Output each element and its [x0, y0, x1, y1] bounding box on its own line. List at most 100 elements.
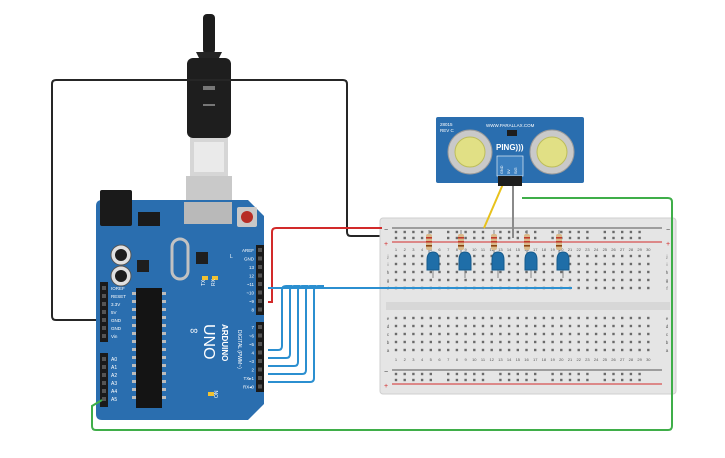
- led-resistor-pair[interactable]: [458, 230, 472, 278]
- sensor-pin-label: SIG: [514, 167, 518, 174]
- sensor-url: WWW.PARALLAX.COM: [486, 123, 535, 128]
- wire-yellow-sensor[interactable]: [483, 183, 504, 229]
- bb-col-label: 30: [646, 357, 651, 362]
- bb-row-label: b: [387, 340, 390, 345]
- bb-col-label: 11: [481, 357, 486, 362]
- bb-row-label: c: [666, 332, 669, 337]
- wire-blue-digital[interactable]: [268, 285, 300, 359]
- bb-col-label: 4: [421, 357, 424, 362]
- analog-pin-label: A5: [111, 397, 117, 403]
- bb-col-label: 1: [395, 357, 398, 362]
- bb-col-label: 13: [498, 357, 503, 362]
- breadboard[interactable]: − + − + − + 1122334455667788991010111112…: [379, 217, 677, 395]
- bb-col-label: 21: [568, 247, 573, 252]
- bb-col-label: 10: [472, 357, 477, 362]
- power-pin-label: 3.3V: [111, 302, 120, 307]
- bb-col-label: 25: [603, 247, 608, 252]
- analog-label: ANALOG IN: [88, 367, 94, 395]
- bb-col-label: 5: [430, 357, 433, 362]
- bb-col-label: 15: [516, 357, 521, 362]
- bb-col-label: 18: [542, 247, 547, 252]
- bb-col-label: 1: [395, 247, 398, 252]
- bb-col-label: 7: [447, 247, 450, 252]
- led-resistor-pair[interactable]: [524, 230, 538, 278]
- bb-row-label: a: [387, 348, 390, 353]
- analog-pin-label: A4: [111, 389, 117, 395]
- bb-col-label: 30: [646, 247, 651, 252]
- bb-col-label: 17: [533, 247, 538, 252]
- power-pin-label: 5V: [111, 310, 117, 315]
- led-blue[interactable]: [426, 251, 440, 271]
- bb-row-label: h: [387, 270, 390, 275]
- bb-col-label: 23: [585, 247, 590, 252]
- analog-pin-label: A3: [111, 381, 117, 387]
- bb-row-label: b: [666, 340, 669, 345]
- digital-pin-label: ~3: [249, 359, 255, 364]
- digital-pin-label: 2: [251, 368, 254, 373]
- bb-col-label: 27: [620, 357, 625, 362]
- bb-row-label: e: [666, 316, 669, 321]
- digital-pin-label: AREF: [242, 248, 254, 253]
- power-label: POWER: [88, 286, 94, 305]
- arduino-model: UNO: [200, 324, 217, 360]
- rail-minus-top: −: [384, 227, 388, 234]
- ultrasonic-transmitter: [454, 136, 486, 168]
- bb-row-label: f: [666, 286, 668, 291]
- wire-blue-digital[interactable]: [268, 285, 308, 367]
- bb-row-label: g: [666, 278, 669, 283]
- digital-pin-label: TX▸1: [243, 376, 254, 381]
- rail-plus-top: +: [384, 241, 388, 248]
- digital-label: DIGITAL (PWM~): [236, 330, 242, 369]
- digital-pin-label: RX◂0: [243, 385, 255, 390]
- wire-blue-digital[interactable]: [268, 285, 292, 351]
- ping-sensor[interactable]: 28015 REV C WWW.PARALLAX.COM PING))) GND…: [436, 117, 584, 186]
- digital-pin-label: ~10: [246, 291, 254, 296]
- bb-col-label: 20: [559, 357, 564, 362]
- analog-pin-label: A2: [111, 373, 117, 379]
- rail-minus-bottom: −: [384, 369, 388, 376]
- led-resistor-pair[interactable]: [556, 230, 570, 278]
- wire-black-gnd-loop[interactable]: [51, 79, 382, 321]
- atmega-chip: [136, 288, 162, 408]
- sensor-pin-label: GND: [500, 165, 504, 174]
- led-resistor-pair[interactable]: [426, 230, 440, 278]
- wire-blue-digital[interactable]: [268, 285, 324, 383]
- bb-col-label: 16: [524, 357, 529, 362]
- bb-col-label: 6: [438, 357, 441, 362]
- bb-row-label: g: [387, 278, 390, 283]
- led-blue[interactable]: [491, 251, 505, 271]
- digital-pin-label: ~9: [249, 299, 255, 304]
- bb-col-label: 23: [585, 357, 590, 362]
- bb-col-label: 24: [594, 357, 599, 362]
- bb-row-label: d: [666, 324, 669, 329]
- analog-pin-label: A1: [111, 365, 117, 371]
- bb-row-label: i: [667, 262, 668, 267]
- led-resistor-pair[interactable]: [491, 230, 505, 278]
- wire-green-signal[interactable]: [91, 197, 673, 431]
- bb-col-label: 9: [464, 247, 467, 252]
- bb-col-label: 13: [498, 247, 503, 252]
- digital-header-top: [256, 245, 264, 315]
- usb-cable[interactable]: [186, 14, 232, 206]
- led-blue[interactable]: [458, 251, 472, 271]
- digital-pin-label: GND: [244, 257, 255, 262]
- bb-col-label: 28: [629, 247, 634, 252]
- bb-row-label: j: [666, 254, 668, 259]
- led-blue[interactable]: [556, 251, 570, 271]
- led-array: [426, 230, 570, 278]
- wire-blue-digital[interactable]: [268, 285, 316, 375]
- bb-col-label: 20: [559, 247, 564, 252]
- bb-col-label: 14: [507, 247, 512, 252]
- bb-col-label: 3: [412, 357, 415, 362]
- digital-pin-label: ~11: [247, 282, 255, 287]
- sensor-brand: PING))): [496, 143, 524, 152]
- digital-header-bottom: [256, 322, 264, 392]
- wire-red-5v[interactable]: [268, 227, 382, 303]
- arduino-uno[interactable]: TX RX ON L ARDUINO UNO ∞ IOREFRESET3.3V5…: [88, 190, 264, 420]
- bb-col-label: 26: [611, 247, 616, 252]
- led-blue[interactable]: [524, 251, 538, 271]
- bb-col-label: 11: [481, 247, 486, 252]
- bb-col-label: 19: [550, 357, 555, 362]
- bb-col-label: 10: [472, 247, 477, 252]
